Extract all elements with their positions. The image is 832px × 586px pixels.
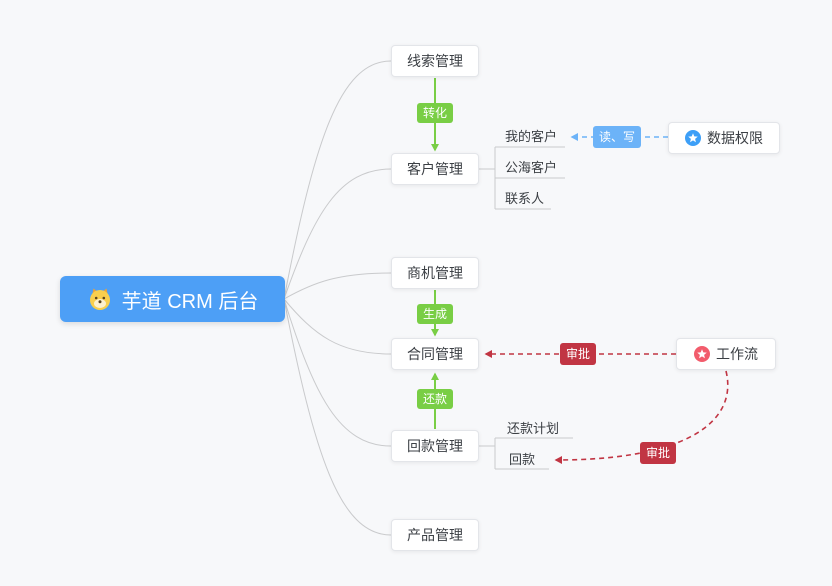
node-product-management: 产品管理 [391,519,479,551]
root-connector-lead [283,60,392,300]
star-icon [685,130,701,146]
node-data-permission: 数据权限 [668,122,780,154]
generate-badge: 生成 [417,304,453,324]
node-label: 工作流 [716,346,758,362]
child-my-customers: 我的客户 [505,129,558,144]
root-connector-product [283,298,392,536]
child-repayment-plan: 还款计划 [507,421,560,436]
node-label: 数据权限 [707,130,763,146]
read-write-badge: 读、写 [593,126,641,148]
root-connector-business [283,272,392,300]
child-contacts: 联系人 [505,191,545,206]
node-label: 商机管理 [407,265,463,281]
node-lead-management: 线索管理 [391,45,479,77]
node-label: 回款管理 [407,438,463,454]
convert-badge: 转化 [417,103,453,123]
node-receivable-management: 回款管理 [391,430,479,462]
repay-badge: 还款 [417,389,453,409]
child-receivable: 回款 [509,452,536,467]
child-public-customers: 公海客户 [505,160,558,175]
root-label: 芋道 CRM 后台 [121,290,259,313]
approve-receivable-badge: 审批 [640,442,676,464]
node-workflow: 工作流 [676,338,776,370]
node-label: 客户管理 [407,161,463,177]
root-node-crm: 芋道 CRM 后台 [60,276,285,322]
node-business-management: 商机管理 [391,257,479,289]
node-label: 线索管理 [407,53,463,69]
approve-contract-badge: 审批 [560,343,596,365]
node-label: 产品管理 [407,527,463,543]
star-icon [694,346,710,362]
node-contract-management: 合同管理 [391,338,479,370]
root-connector-customer [283,168,392,300]
node-label: 合同管理 [407,346,463,362]
root-connector-receivable [283,298,392,447]
root-connector-contract [283,298,392,355]
node-customer-management: 客户管理 [391,153,479,185]
dog-icon [89,288,110,310]
